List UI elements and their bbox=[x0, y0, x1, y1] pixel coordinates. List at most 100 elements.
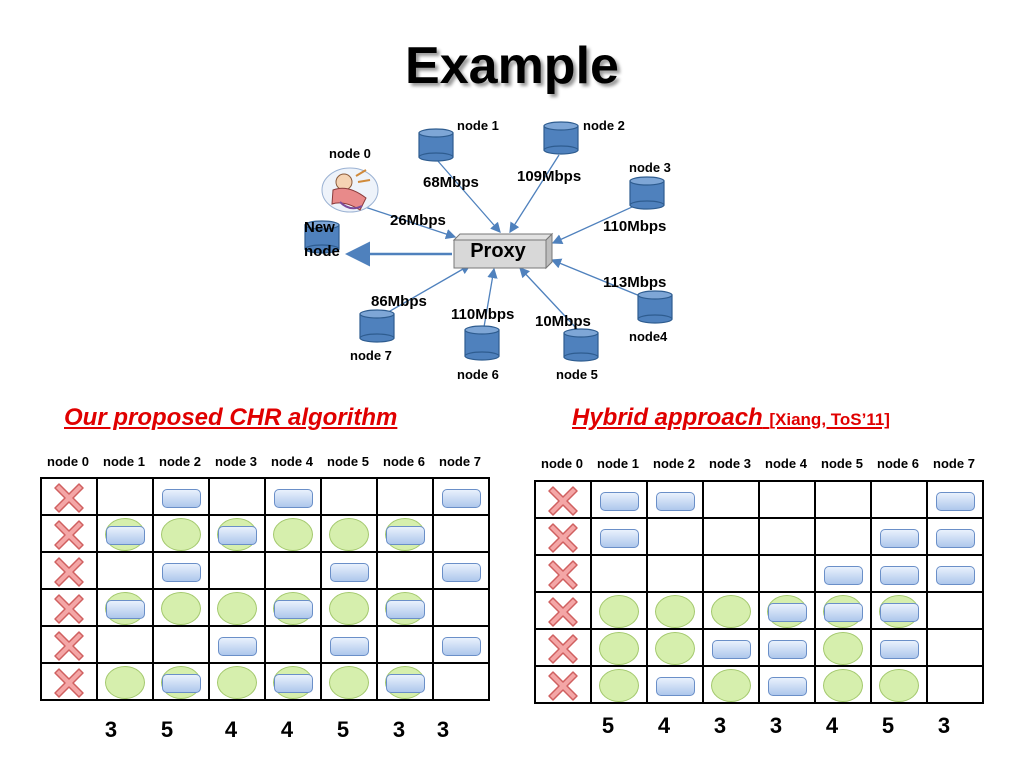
bw-node2: 109Mbps bbox=[517, 168, 582, 185]
grid-cell bbox=[320, 662, 378, 701]
node3-label: node 3 bbox=[629, 160, 671, 175]
grid-cell bbox=[590, 517, 648, 556]
grid-cell bbox=[432, 551, 490, 590]
grid-cell bbox=[646, 554, 704, 593]
left-panel-grid bbox=[40, 477, 490, 701]
node4-label: node4 bbox=[629, 329, 668, 344]
column-header: node 1 bbox=[597, 456, 639, 471]
column-header: node 1 bbox=[103, 454, 145, 469]
grid-cell bbox=[926, 517, 984, 556]
column-count: 3 bbox=[937, 713, 951, 738]
grid-cell bbox=[814, 628, 872, 667]
circle-marker bbox=[217, 592, 257, 625]
node7-database-icon bbox=[359, 309, 395, 343]
grid-row bbox=[534, 591, 984, 630]
grid-cell bbox=[264, 662, 322, 701]
grid-cell bbox=[96, 588, 154, 627]
column-header: node 2 bbox=[653, 456, 695, 471]
grid-cell bbox=[870, 517, 928, 556]
column-header: node 0 bbox=[47, 454, 89, 469]
rectangle-marker bbox=[218, 637, 257, 656]
grid-row bbox=[534, 665, 984, 704]
grid-cell bbox=[814, 591, 872, 630]
rectangle-marker bbox=[880, 566, 919, 585]
grid-cell bbox=[208, 477, 266, 516]
rectangle-marker bbox=[106, 526, 145, 545]
grid-cell bbox=[758, 665, 816, 704]
circle-marker bbox=[599, 669, 639, 702]
new-node-database-icon bbox=[304, 220, 340, 254]
right-heading: Hybrid approach [Xiang, ToS’11] bbox=[572, 404, 890, 432]
grid-cell bbox=[814, 665, 872, 704]
column-count: 3 bbox=[769, 713, 783, 738]
grid-cell bbox=[758, 628, 816, 667]
x-mark-icon bbox=[547, 485, 579, 517]
grid-cell bbox=[208, 514, 266, 553]
column-header: node 6 bbox=[383, 454, 425, 469]
grid-cell bbox=[376, 588, 434, 627]
grid-cell bbox=[814, 517, 872, 556]
network-diagram bbox=[304, 121, 673, 362]
grid-cell bbox=[152, 588, 210, 627]
column-count: 4 bbox=[224, 717, 238, 742]
circle-marker bbox=[329, 666, 369, 699]
rectangle-marker bbox=[656, 492, 695, 511]
grid-cell bbox=[208, 625, 266, 664]
grid-cell bbox=[758, 591, 816, 630]
rectangle-marker bbox=[274, 674, 313, 693]
node3-database-icon bbox=[629, 176, 665, 210]
grid-row bbox=[40, 514, 490, 553]
node0-person-cartoon-icon bbox=[321, 167, 379, 213]
grid-cell bbox=[264, 551, 322, 590]
circle-marker bbox=[599, 595, 639, 628]
column-header: node 4 bbox=[271, 454, 313, 469]
rectangle-marker bbox=[330, 563, 369, 582]
grid-cell bbox=[264, 477, 322, 516]
bw-node0: 26Mbps bbox=[390, 212, 446, 229]
grid-cell bbox=[96, 625, 154, 664]
grid-cell bbox=[646, 591, 704, 630]
rectangle-marker bbox=[442, 489, 481, 508]
grid-cell bbox=[152, 662, 210, 701]
node4-database-icon bbox=[637, 290, 673, 324]
grid-cell bbox=[40, 588, 98, 627]
circle-marker bbox=[711, 669, 751, 702]
edge-node1 bbox=[436, 159, 501, 233]
right-panel-grid bbox=[534, 480, 984, 704]
circle-marker bbox=[879, 669, 919, 702]
rectangle-marker bbox=[768, 603, 807, 622]
edge-node6 bbox=[483, 267, 498, 328]
rectangle-marker bbox=[218, 526, 257, 545]
column-header: node 0 bbox=[541, 456, 583, 471]
circle-marker bbox=[823, 669, 863, 702]
grid-cell bbox=[926, 480, 984, 519]
rectangle-marker bbox=[936, 566, 975, 585]
grid-cell bbox=[432, 662, 490, 701]
grid-cell bbox=[534, 554, 592, 593]
rectangle-marker bbox=[936, 492, 975, 511]
circle-marker bbox=[711, 595, 751, 628]
rectangle-marker bbox=[162, 489, 201, 508]
circle-marker bbox=[823, 632, 863, 665]
x-mark-icon bbox=[53, 519, 85, 551]
right-heading-title: Hybrid approach bbox=[572, 404, 763, 431]
grid-cell bbox=[40, 477, 98, 516]
grid-cell bbox=[870, 628, 928, 667]
column-count: 4 bbox=[657, 713, 671, 738]
grid-cell bbox=[376, 551, 434, 590]
grid-cell bbox=[926, 665, 984, 704]
rectangle-marker bbox=[106, 600, 145, 619]
grid-cell bbox=[320, 477, 378, 516]
x-mark-icon bbox=[53, 482, 85, 514]
grid-cell bbox=[590, 554, 648, 593]
grid-cell bbox=[534, 517, 592, 556]
node7-label: node 7 bbox=[350, 348, 392, 363]
new-node-label-line1: New bbox=[304, 219, 335, 236]
column-header: node 3 bbox=[215, 454, 257, 469]
grid-cell bbox=[702, 628, 760, 667]
grid-cell bbox=[758, 517, 816, 556]
rectangle-marker bbox=[712, 640, 751, 659]
grid-cell bbox=[646, 517, 704, 556]
node5-label: node 5 bbox=[556, 367, 598, 382]
grid-cell bbox=[152, 514, 210, 553]
